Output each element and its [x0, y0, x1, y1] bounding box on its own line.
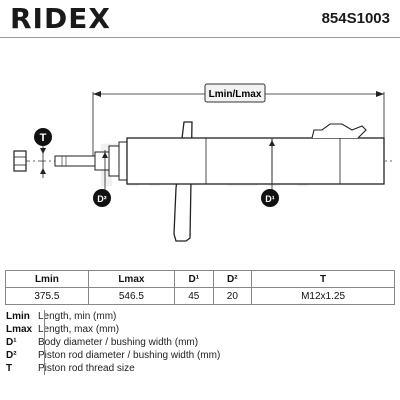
part-number: 854S1003	[321, 10, 390, 27]
dimension-label: Lmin/Lmax	[209, 89, 262, 100]
legend-key: D²	[6, 350, 17, 361]
thread-marker: T	[34, 128, 52, 178]
legend-row: Lmax Length, max (mm)	[6, 323, 394, 336]
legend-key: T	[6, 363, 13, 374]
legend-desc: Length, min (mm)	[38, 311, 117, 322]
length-dimension: Lmin/Lmax	[92, 83, 385, 158]
nut	[13, 150, 27, 172]
sensor-bracket	[311, 123, 367, 139]
legend-key: Lmax	[6, 324, 33, 335]
spec-value-row: 375.5 546.5 45 20 M12x1.25	[5, 287, 395, 305]
body-diameter-label: D¹	[265, 194, 275, 204]
rod-diameter-marker: D²	[93, 150, 111, 207]
thread-marker-label: T	[40, 132, 47, 144]
legend-key: Lmin	[6, 311, 30, 322]
body-diameter-marker: D¹	[261, 138, 279, 207]
value-t: M12x1.25	[251, 287, 395, 305]
header-d1: D¹	[174, 270, 214, 288]
header-divider	[0, 37, 400, 38]
legend-row: D² Piston rod diameter / bushing width (…	[6, 349, 394, 362]
legend-divider	[44, 310, 45, 375]
rod-diameter-label: D²	[97, 194, 107, 204]
legend-row: Lmin Length, min (mm)	[6, 310, 394, 323]
value-lmax: 546.5	[87, 287, 176, 305]
value-lmin: 375.5	[5, 287, 89, 305]
legend-desc: Length, max (mm)	[38, 324, 120, 335]
legend-desc: Body diameter / bushing width (mm)	[38, 337, 199, 348]
value-d1: 45	[174, 287, 214, 305]
header-t: T	[251, 270, 395, 288]
body-tube	[126, 137, 385, 185]
legend-desc: Piston rod thread size	[38, 363, 135, 374]
value-d2: 20	[212, 287, 253, 305]
header: RIDEX 854S1003	[0, 0, 400, 38]
header-lmin: Lmin	[5, 270, 89, 288]
legend-row: T Piston rod thread size	[6, 362, 394, 375]
header-lmax: Lmax	[87, 270, 176, 288]
shock-absorber-drawing: RIDEX Lmin/Lmax T D²	[13, 83, 392, 242]
brand-logo: RIDEX	[10, 2, 111, 35]
piston-rod	[54, 141, 128, 181]
legend-desc: Piston rod diameter / bushing width (mm)	[38, 350, 221, 361]
legend-row: D¹ Body diameter / bushing width (mm)	[6, 336, 394, 349]
header-d2: D²	[212, 270, 253, 288]
spec-header-row: Lmin Lmax D¹ D² T	[5, 270, 395, 288]
spec-table: Lmin Lmax D¹ D² T 375.5 546.5 45 20 M12x…	[5, 270, 395, 305]
legend: Lmin Length, min (mm) Lmax Length, max (…	[6, 310, 394, 375]
legend-key: D¹	[6, 337, 17, 348]
